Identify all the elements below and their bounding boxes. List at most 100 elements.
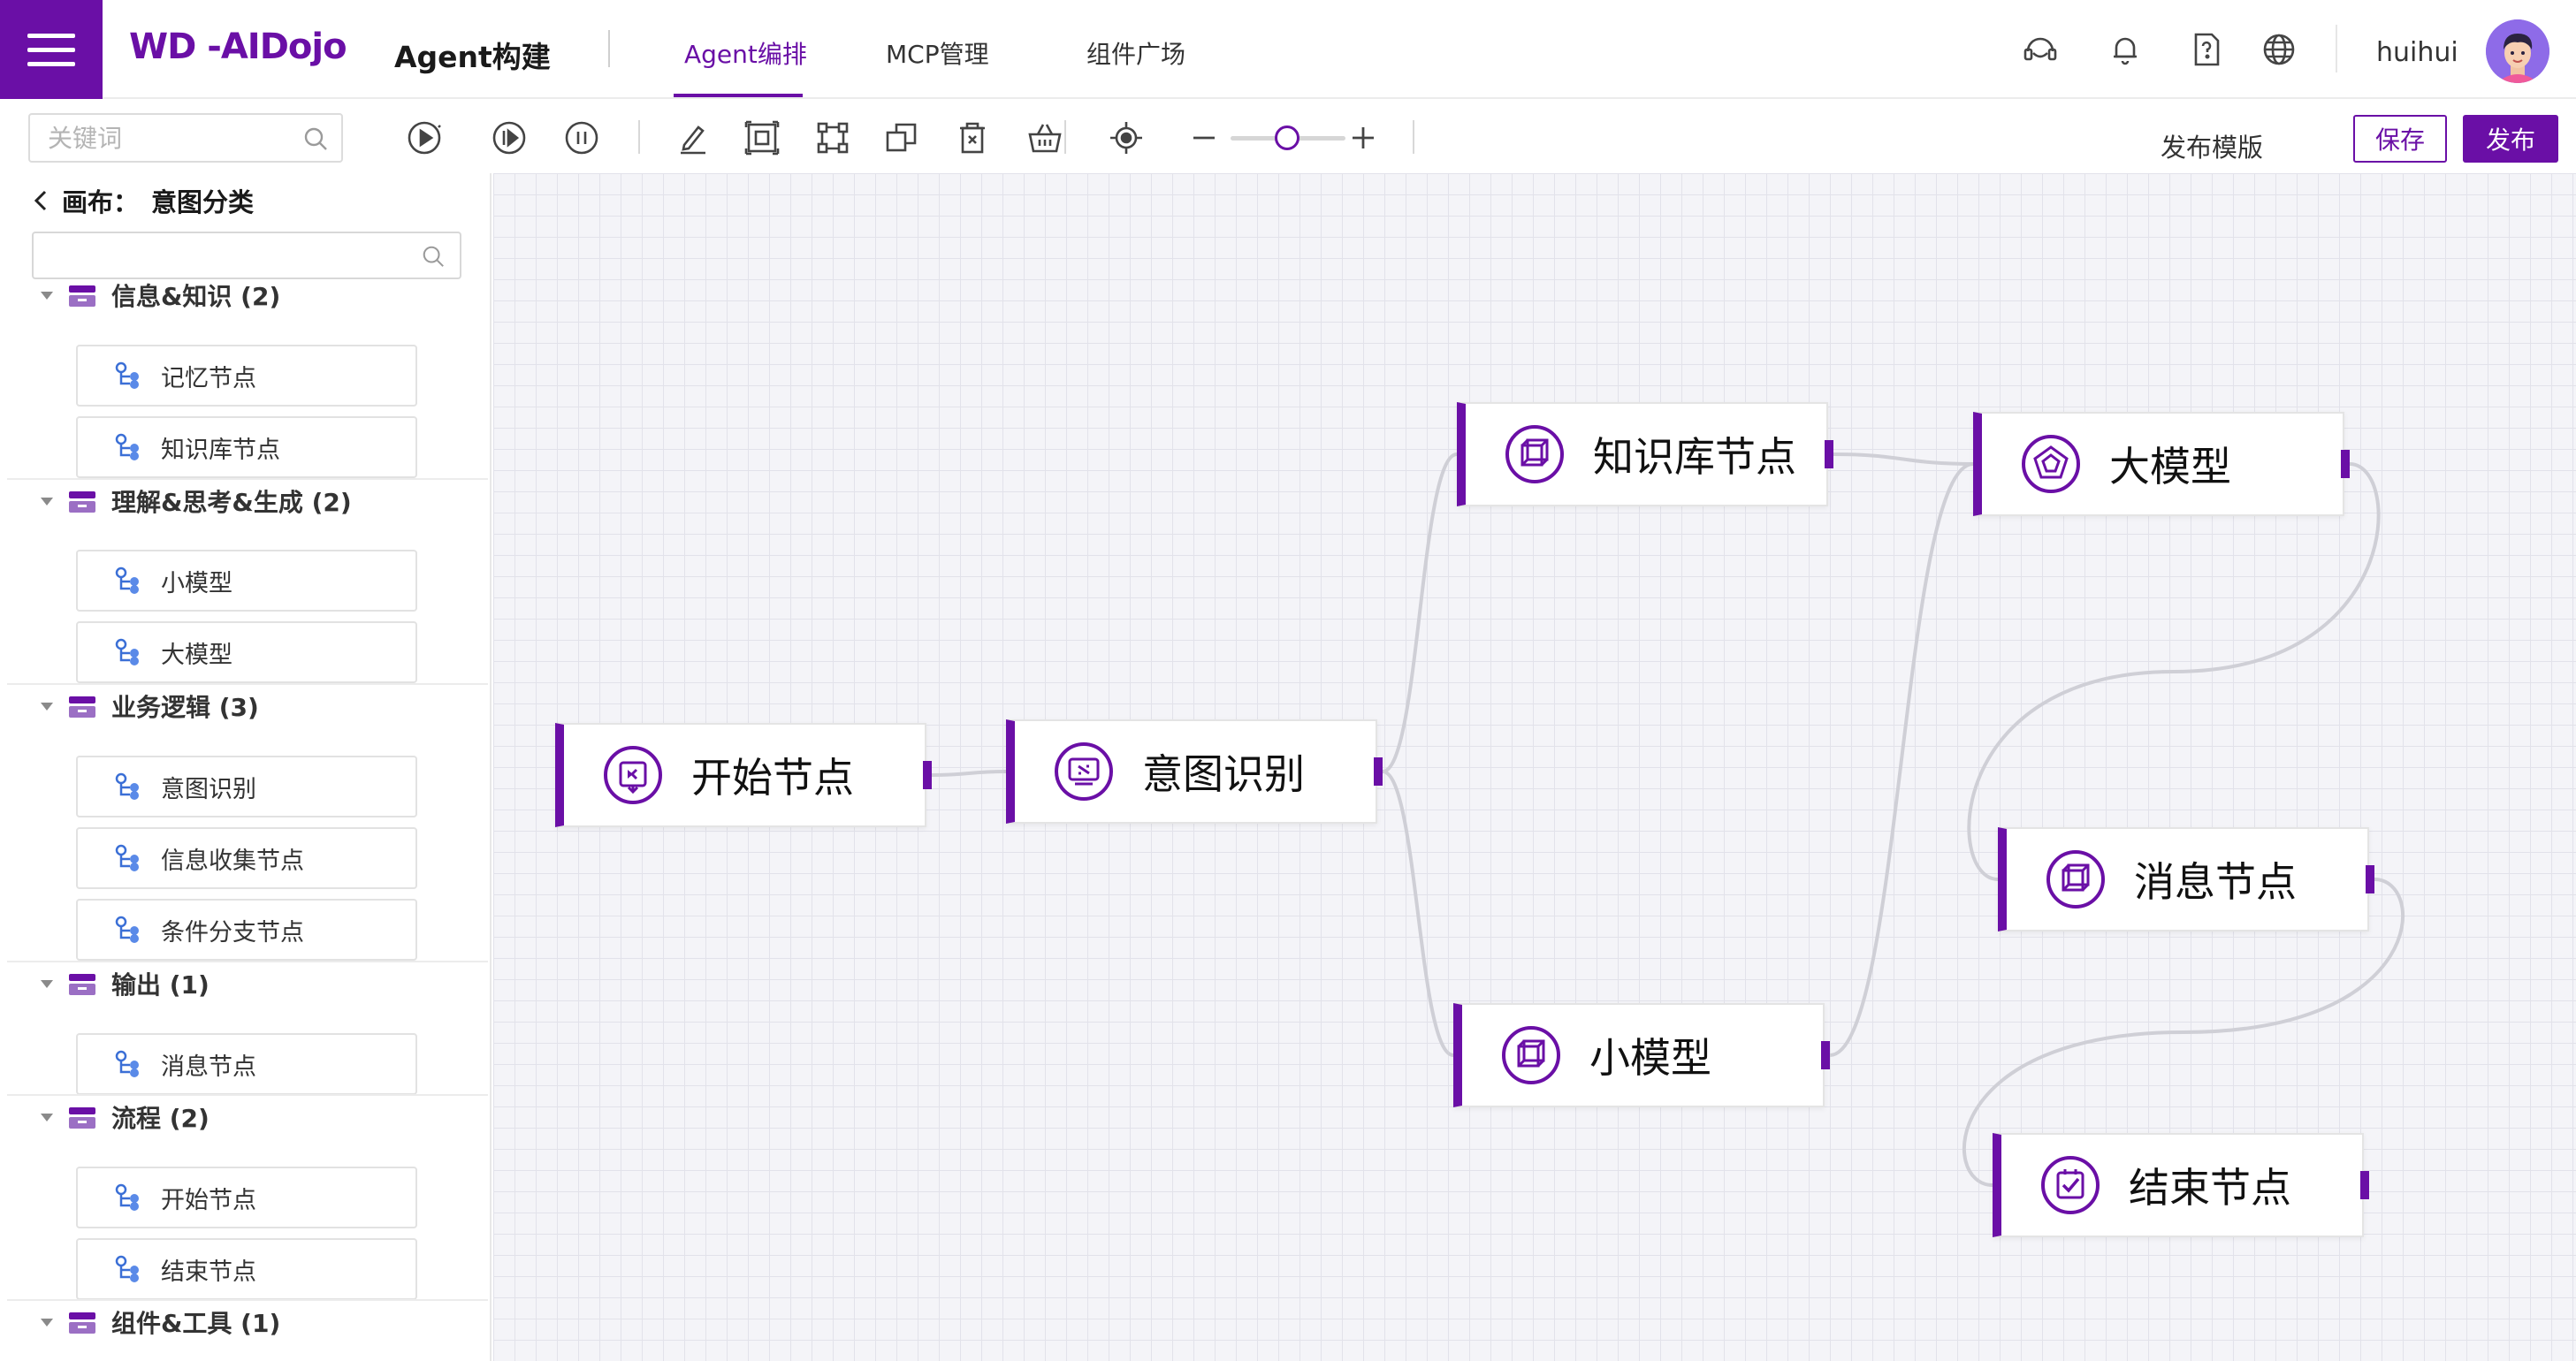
save-button[interactable]: 保存 bbox=[2353, 115, 2447, 163]
node-item-icon bbox=[115, 844, 139, 871]
edit-icon[interactable] bbox=[674, 118, 713, 157]
pause-icon[interactable] bbox=[562, 118, 601, 157]
node-item-icon bbox=[115, 433, 139, 460]
start-icon bbox=[604, 746, 662, 804]
sidebar-node-item[interactable]: 消息节点 bbox=[76, 1033, 417, 1095]
canvas-back-link[interactable]: 画布：意图分类 bbox=[32, 182, 254, 219]
node-item-icon bbox=[115, 1183, 139, 1211]
search-icon[interactable] bbox=[302, 125, 329, 152]
cube-icon bbox=[2046, 850, 2105, 909]
component-sidebar: 画布：意图分类 信息&知识 (2) 记忆节点知识库节点理解&思考&生成 (2) 小模… bbox=[0, 173, 492, 1361]
category-title: 组件&工具 (1) bbox=[111, 1309, 281, 1338]
workflow-node-kb[interactable]: 知识库节点 bbox=[1457, 402, 1828, 506]
toolbar-separator bbox=[638, 120, 640, 154]
output-port[interactable] bbox=[1825, 440, 1833, 468]
zoom-in-icon[interactable] bbox=[1344, 118, 1383, 157]
workflow-node-large[interactable]: 大模型 bbox=[1973, 412, 2344, 516]
sidebar-node-item[interactable]: 条件分支节点 bbox=[76, 899, 417, 961]
copy-icon[interactable] bbox=[882, 118, 921, 157]
toolbar-separator bbox=[1064, 120, 1066, 154]
sidebar-node-item[interactable]: 大模型 bbox=[76, 621, 417, 683]
workflow-node-end[interactable]: 结束节点 bbox=[1993, 1133, 2364, 1237]
search-icon[interactable] bbox=[421, 244, 446, 269]
workflow-node-intent[interactable]: 意图识别 bbox=[1006, 719, 1377, 824]
nav-tab-agent-orchestration[interactable]: Agent编排 bbox=[684, 40, 807, 69]
node-item-icon bbox=[115, 638, 139, 665]
category-header[interactable]: 信息&知识 (2) bbox=[41, 276, 280, 315]
active-tab-indicator bbox=[674, 94, 803, 97]
category-title: 业务逻辑 (3) bbox=[111, 693, 259, 722]
node-item-icon bbox=[115, 1255, 139, 1282]
bell-icon[interactable] bbox=[2106, 30, 2145, 69]
caret-down-icon bbox=[41, 497, 53, 506]
category-divider bbox=[7, 1299, 488, 1301]
nav-tab-component-plaza[interactable]: 组件广场 bbox=[1086, 40, 1186, 69]
toolbar-separator bbox=[1413, 120, 1414, 154]
help-doc-icon[interactable] bbox=[2187, 30, 2226, 69]
category-header[interactable]: 理解&思考&生成 (2) bbox=[41, 482, 352, 521]
top-header: WD -AIDojo Agent构建 Agent编排 MCP管理 组件广场 hu… bbox=[0, 0, 2576, 99]
sidebar-node-label: 记忆节点 bbox=[161, 364, 256, 392]
keyword-search-input[interactable] bbox=[30, 115, 286, 161]
workflow-node-small[interactable]: 小模型 bbox=[1453, 1003, 1825, 1107]
node-label: 知识库节点 bbox=[1593, 433, 1796, 481]
output-port[interactable] bbox=[1374, 757, 1383, 786]
toolbar: 发布模版 保存 发布 bbox=[0, 101, 2576, 173]
output-port[interactable] bbox=[2360, 1171, 2369, 1199]
hamburger-menu-icon[interactable] bbox=[0, 0, 103, 99]
node-item-icon bbox=[115, 361, 139, 389]
locate-icon[interactable] bbox=[1107, 118, 1146, 157]
fit-view-icon[interactable] bbox=[743, 118, 781, 157]
category-folder-icon bbox=[69, 1107, 95, 1129]
category-divider bbox=[7, 1094, 488, 1096]
category-folder-icon bbox=[69, 974, 95, 995]
node-label: 小模型 bbox=[1589, 1034, 1711, 1082]
sidebar-node-label: 开始节点 bbox=[161, 1186, 256, 1214]
sidebar-node-label: 结束节点 bbox=[161, 1258, 256, 1286]
publish-button[interactable]: 发布 bbox=[2463, 115, 2558, 163]
sidebar-node-item[interactable]: 小模型 bbox=[76, 550, 417, 612]
output-port[interactable] bbox=[2341, 450, 2350, 478]
run-icon[interactable] bbox=[405, 118, 444, 157]
headset-icon[interactable] bbox=[2021, 30, 2060, 69]
delete-icon[interactable] bbox=[953, 118, 992, 157]
nav-tab-mcp-management[interactable]: MCP管理 bbox=[886, 40, 989, 69]
sidebar-search-input[interactable] bbox=[34, 233, 405, 278]
sidebar-node-label: 小模型 bbox=[161, 569, 232, 597]
publish-template-link[interactable]: 发布模版 bbox=[2161, 133, 2264, 163]
sidebar-node-item[interactable]: 结束节点 bbox=[76, 1238, 417, 1300]
sidebar-node-label: 条件分支节点 bbox=[161, 918, 304, 947]
sidebar-node-item[interactable]: 知识库节点 bbox=[76, 416, 417, 478]
sidebar-node-item[interactable]: 意图识别 bbox=[76, 756, 417, 817]
category-header[interactable]: 业务逻辑 (3) bbox=[41, 687, 259, 726]
workflow-node-start[interactable]: 开始节点 bbox=[555, 723, 926, 827]
caret-down-icon bbox=[41, 979, 53, 988]
category-header[interactable]: 流程 (2) bbox=[41, 1098, 210, 1137]
category-title: 信息&知识 (2) bbox=[111, 282, 281, 311]
step-run-icon[interactable] bbox=[490, 118, 529, 157]
zoom-out-icon[interactable] bbox=[1185, 118, 1223, 157]
output-port[interactable] bbox=[923, 761, 932, 789]
avatar[interactable] bbox=[2486, 19, 2549, 83]
category-header[interactable]: 输出 (1) bbox=[41, 964, 210, 1003]
zoom-slider-handle[interactable] bbox=[1275, 125, 1299, 150]
header-divider bbox=[608, 30, 610, 67]
category-folder-icon bbox=[69, 285, 95, 307]
sidebar-node-item[interactable]: 信息收集节点 bbox=[76, 827, 417, 889]
layout-icon[interactable] bbox=[813, 118, 852, 157]
sidebar-node-label: 意图识别 bbox=[161, 775, 256, 803]
basket-icon[interactable] bbox=[1025, 118, 1064, 157]
category-header[interactable]: 组件&工具 (1) bbox=[41, 1303, 280, 1342]
username[interactable]: huihui bbox=[2376, 37, 2458, 68]
caret-down-icon bbox=[41, 702, 53, 711]
workflow-node-msg[interactable]: 消息节点 bbox=[1998, 827, 2369, 931]
sidebar-node-item[interactable]: 开始节点 bbox=[76, 1167, 417, 1228]
check-icon bbox=[2041, 1156, 2100, 1214]
category-title: 输出 (1) bbox=[111, 970, 210, 1000]
output-port[interactable] bbox=[1821, 1041, 1830, 1069]
output-port[interactable] bbox=[2366, 865, 2374, 893]
category-divider bbox=[7, 683, 488, 685]
sidebar-node-item[interactable]: 记忆节点 bbox=[76, 345, 417, 407]
sidebar-node-label: 大模型 bbox=[161, 641, 232, 669]
globe-icon[interactable] bbox=[2260, 30, 2298, 69]
